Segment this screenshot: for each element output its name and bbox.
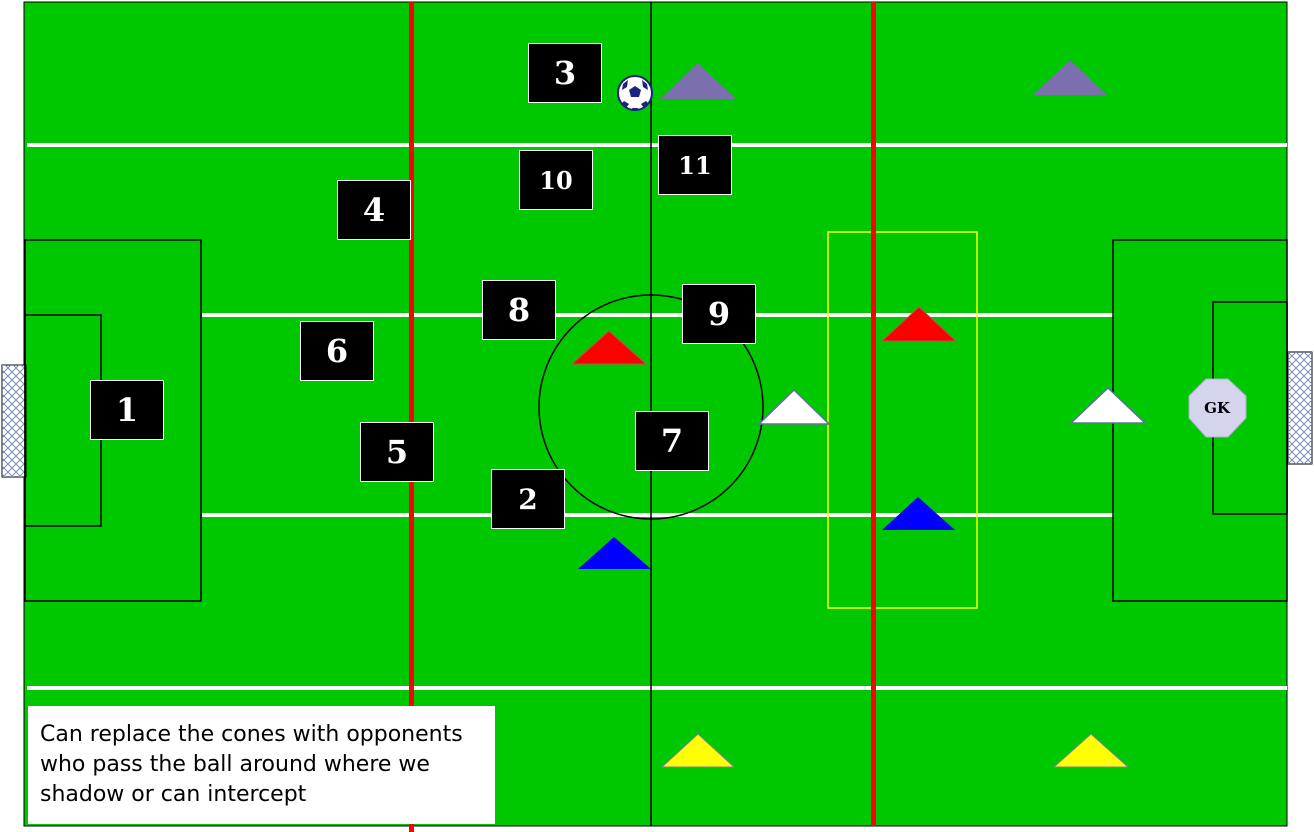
red-line-right [871,2,876,826]
cone-white-icon [757,388,831,425]
player-marker: 11 [658,135,732,195]
cone-blue-icon [578,537,651,569]
player-marker: 9 [682,284,756,344]
player-marker: 1 [90,380,164,440]
cone-red-icon [570,330,648,365]
player-marker: 5 [360,422,434,482]
channel-line-upper [202,313,1114,317]
channel-line-lower [202,513,1114,517]
soccer-ball-icon [617,75,653,111]
yellow-zone [827,231,978,609]
channel-line-bottom [27,686,1287,690]
channel-line-top [27,143,1287,147]
note-line: who pass the ball around where we [40,752,430,777]
player-marker: 7 [635,411,709,471]
goalkeeper-label: GK [1204,399,1230,417]
instruction-note: Can replace the cones with opponents who… [28,706,495,824]
cone-yellow-icon [1052,733,1130,768]
cone-blue-icon [882,497,955,530]
player-marker: 10 [519,150,593,210]
goalkeeper-marker [1188,378,1247,438]
note-line: Can replace the cones with opponents [40,722,463,747]
player-marker: 3 [528,43,602,103]
cone-purple-icon [1033,60,1107,95]
cone-yellow-icon [660,733,736,768]
center-circle [538,294,764,520]
note-line: shadow or can intercept [40,782,307,807]
red-line-left [409,2,414,832]
player-marker: 2 [491,469,565,529]
player-marker: 8 [482,280,556,340]
cone-purple-icon [660,63,736,99]
player-marker: 4 [337,180,411,240]
player-marker: 6 [300,321,374,381]
cone-white-icon [1069,386,1147,424]
cone-red-icon [880,306,958,342]
